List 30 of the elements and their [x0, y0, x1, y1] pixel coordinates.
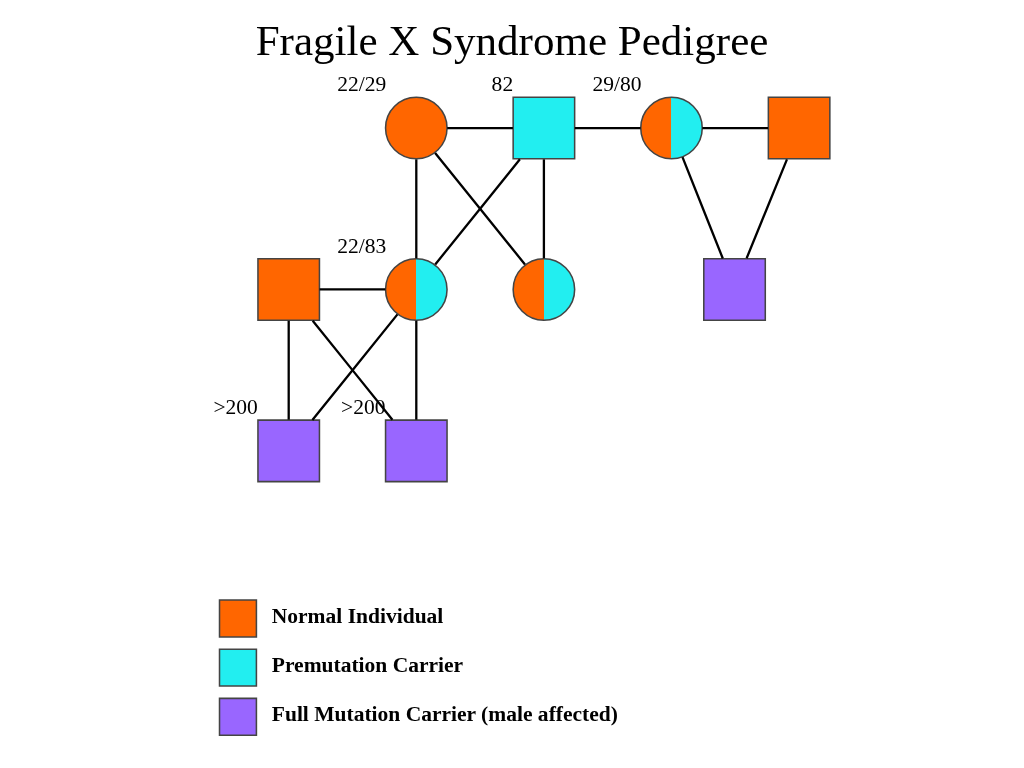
node-box: [512, 96, 576, 160]
node-box: [767, 96, 831, 160]
legend-label: Normal Individual: [271, 603, 444, 628]
node-label: 22/29: [337, 72, 387, 97]
connector: [574, 126, 641, 130]
connector: [415, 320, 418, 420]
node-label: 22/83: [337, 233, 387, 258]
connector: [745, 158, 789, 259]
node-circle: [640, 96, 703, 160]
node-label: >200: [341, 395, 386, 420]
connector: [287, 320, 290, 420]
node-circle: [384, 96, 448, 160]
node-box: [257, 257, 321, 321]
legend-label: Premutation Carrier: [271, 652, 464, 677]
node-box: [384, 419, 448, 483]
node-circle: [384, 257, 448, 321]
connector: [542, 159, 546, 259]
node-box: [257, 419, 321, 483]
connector: [319, 288, 386, 291]
connector: [415, 159, 418, 259]
connector: [702, 126, 769, 130]
node-label: 29/80: [592, 72, 642, 97]
legend-label: Full Mutation Carrier (male affected): [271, 701, 618, 726]
node-circle: [512, 257, 576, 321]
node-box: [703, 257, 767, 321]
connector: [681, 156, 724, 259]
node-label: 82: [491, 72, 514, 97]
node-label: >200: [213, 395, 258, 420]
connector: [447, 126, 513, 130]
diagram-title: Fragile X Syndrome Pedigree: [255, 16, 769, 64]
